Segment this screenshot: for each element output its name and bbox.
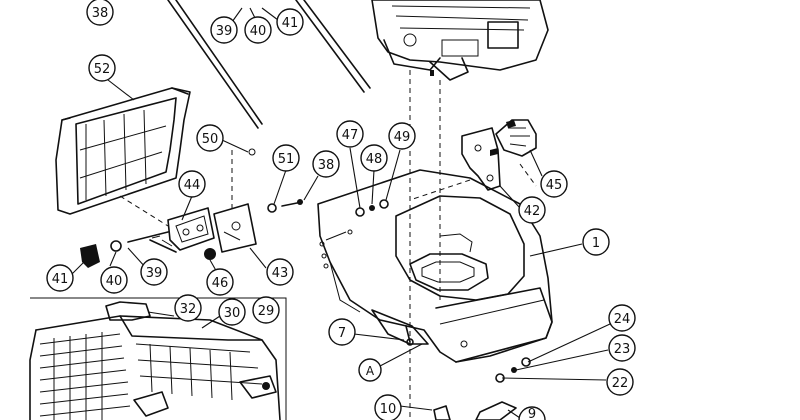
callout-44-label: 44 [184,178,201,193]
callout-50: 50 [196,124,224,152]
callout-24-label: 24 [614,312,631,327]
callout-1-label: 1 [592,236,600,251]
blade-parts [433,401,517,420]
callout-39a-label: 39 [216,24,233,39]
callout-9: 9 [518,406,546,420]
callout-10: 10 [374,394,402,420]
callout-47-label: 47 [342,128,359,143]
callout-40a-label: 40 [250,24,267,39]
callout-38b-label: 38 [318,158,335,173]
bolt-stack [248,148,303,213]
callout-32-label: 32 [180,302,197,317]
handle-bracket-assembly [80,203,257,268]
callout-38a: 38 [86,0,114,26]
callout-a-label: A [366,364,375,378]
callout-49: 49 [388,122,416,150]
mower-deck [317,169,553,363]
callout-40a: 40 [244,16,272,44]
callout-32: 32 [174,294,202,322]
callout-44: 44 [178,170,206,198]
callout-42-label: 42 [524,204,541,219]
grass-bag-inset [29,297,287,420]
engine [371,0,549,81]
callout-10-label: 10 [380,402,397,417]
callout-47: 47 [336,120,364,148]
callout-52: 52 [88,54,116,82]
grass-catcher-frame [55,87,191,215]
callout-43-label: 43 [272,266,289,281]
callout-45-label: 45 [546,178,563,193]
callout-51-label: 51 [278,152,295,167]
callout-51: 51 [272,144,300,172]
callout-7: 7 [328,318,356,346]
callout-41b-label: 41 [52,272,69,287]
callout-29: 29 [252,296,280,324]
callout-39a: 39 [210,16,238,44]
callout-9-label: 9 [528,407,536,420]
callout-29-label: 29 [258,304,275,319]
callout-40b-label: 40 [106,274,123,289]
callout-49-label: 49 [394,130,411,145]
callout-39b-label: 39 [146,266,163,281]
callout-30: 30 [218,298,246,326]
callout-40b: 40 [100,266,128,294]
handle-bars [167,0,371,129]
callout-48-label: 48 [366,152,383,167]
callout-a: A [358,358,382,382]
callout-42: 42 [518,196,546,224]
callout-30-label: 30 [224,306,241,321]
callout-46-label: 46 [212,276,229,291]
callout-23-label: 23 [614,342,631,357]
rear-flap-bracket [461,119,537,191]
callout-1: 1 [582,228,610,256]
callout-43: 43 [266,258,294,286]
callout-39b: 39 [140,258,168,286]
assembly-lines [119,70,537,420]
callout-48: 48 [360,144,388,172]
callout-38b: 38 [312,150,340,178]
callout-7-label: 7 [338,326,346,341]
callout-24: 24 [608,304,636,332]
callout-23: 23 [608,334,636,362]
callout-38a-label: 38 [92,6,109,21]
callout-45: 45 [540,170,568,198]
callout-52-label: 52 [94,62,111,77]
callout-22-label: 22 [612,376,629,391]
callout-41a-label: 41 [282,16,299,31]
callout-50-label: 50 [202,132,219,147]
callout-41b: 41 [46,264,74,292]
callout-41a: 41 [276,8,304,36]
callout-22: 22 [606,368,634,396]
callout-46: 46 [206,268,234,296]
deck-fasteners [405,325,531,383]
